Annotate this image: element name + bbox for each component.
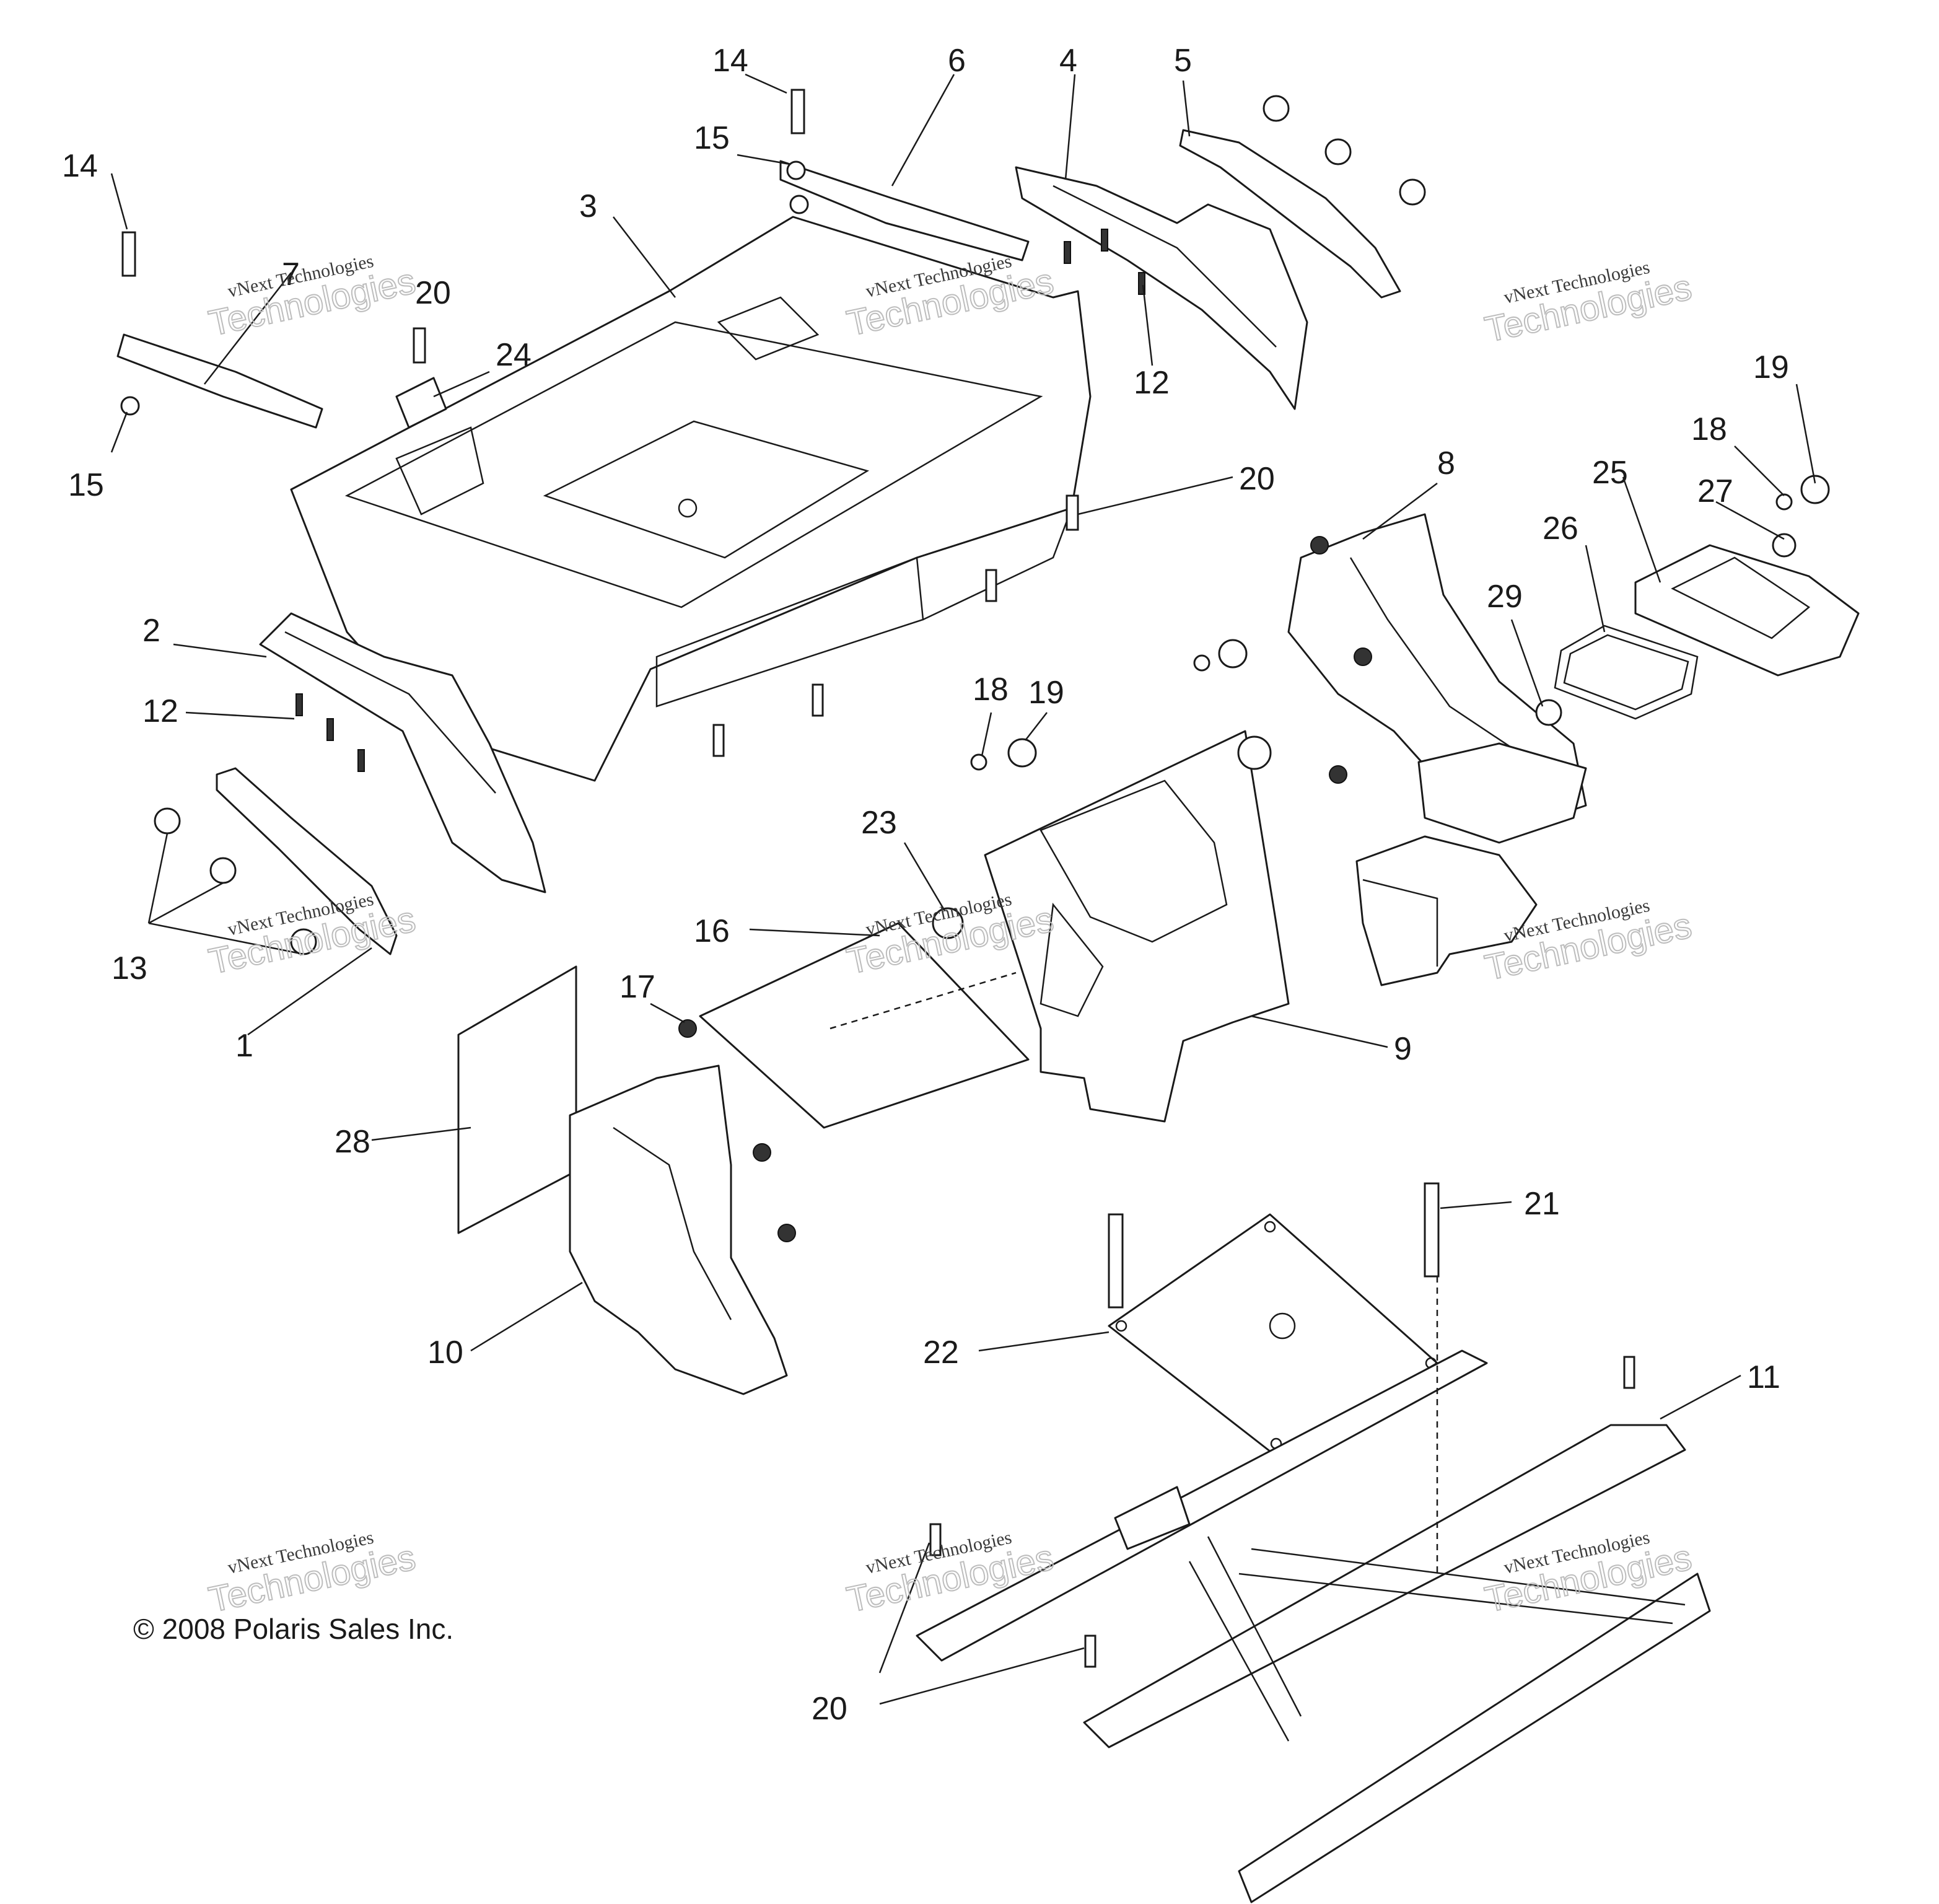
callout-10: 10	[427, 1335, 463, 1371]
callout-labels: 14 6 4 5 15 3 14 7 20 24 15 12 20 8 19 1…	[62, 43, 1789, 1727]
callout-2: 2	[142, 613, 160, 649]
bolt-21-right	[1424, 1182, 1440, 1278]
callout-7: 7	[282, 257, 300, 292]
callout-17: 17	[619, 969, 655, 1005]
callout-14: 14	[62, 148, 98, 184]
callout-18: 18	[973, 672, 1009, 708]
pin-20-a	[413, 327, 426, 364]
bolt-14-left	[121, 231, 136, 277]
callout-28: 28	[335, 1124, 370, 1160]
callout-3: 3	[579, 188, 597, 224]
pin-20-h	[1623, 1356, 1635, 1389]
callout-12: 12	[1134, 365, 1170, 401]
pin-20-f	[929, 1523, 942, 1556]
copyright-text: © 2008 Polaris Sales Inc.	[133, 1613, 453, 1645]
pin-20-c	[985, 569, 997, 602]
callout-16: 16	[694, 913, 730, 949]
storage-bin	[1355, 742, 1587, 986]
nut-15-top	[786, 160, 806, 180]
callout-15: 15	[694, 120, 730, 156]
callout-20: 20	[415, 275, 451, 311]
callout-9: 9	[1394, 1031, 1412, 1067]
callout-20: 20	[1239, 461, 1275, 497]
sub-frame	[916, 1349, 1711, 1903]
callout-27: 27	[1697, 473, 1733, 509]
mounting-plate	[1108, 1213, 1438, 1457]
trim-left	[216, 767, 398, 955]
callout-6: 6	[948, 43, 966, 79]
callout-15: 15	[68, 467, 104, 503]
callout-21: 21	[1524, 1186, 1560, 1222]
callout-29: 29	[1487, 579, 1523, 615]
callout-23: 23	[861, 805, 897, 841]
callout-14: 14	[712, 43, 748, 79]
callout-5: 5	[1174, 43, 1192, 79]
callout-25: 25	[1592, 455, 1628, 491]
side-panel-right	[1015, 166, 1308, 410]
clip-24	[395, 377, 447, 429]
pin-20-d	[812, 683, 824, 717]
nut-15-left	[120, 396, 140, 416]
callout-1: 1	[235, 1028, 253, 1064]
trim-right	[1179, 129, 1401, 299]
bed-rail-left	[116, 333, 323, 429]
side-panel-left	[259, 612, 546, 893]
callout-8: 8	[1437, 445, 1455, 481]
gasket	[1554, 625, 1699, 720]
bulkhead-panel	[984, 730, 1290, 1123]
hardware	[120, 89, 1830, 1668]
storage-lid	[1634, 544, 1860, 677]
callout-13: 13	[112, 950, 147, 986]
floor-mat	[699, 922, 1030, 1129]
pin-20-e	[712, 724, 725, 757]
callout-22: 22	[923, 1335, 959, 1371]
callout-19: 19	[1753, 349, 1789, 385]
bed-rail-right	[779, 160, 1030, 261]
storage-housing-left	[569, 1064, 788, 1395]
pin-20-g	[1084, 1634, 1096, 1668]
label-sheet	[457, 965, 577, 1234]
callout-26: 26	[1543, 511, 1578, 546]
bolt-21-left	[1108, 1213, 1124, 1309]
callout-20: 20	[812, 1691, 847, 1727]
callout-11: 11	[1747, 1359, 1780, 1395]
callout-24: 24	[496, 337, 532, 373]
pin-20-b	[1066, 494, 1079, 531]
bolt-14-top	[790, 89, 805, 134]
callout-18: 18	[1691, 411, 1727, 447]
callout-12: 12	[142, 693, 178, 729]
leader-lines	[110, 73, 1816, 1705]
callout-4: 4	[1059, 43, 1077, 79]
callout-19: 19	[1028, 675, 1064, 711]
